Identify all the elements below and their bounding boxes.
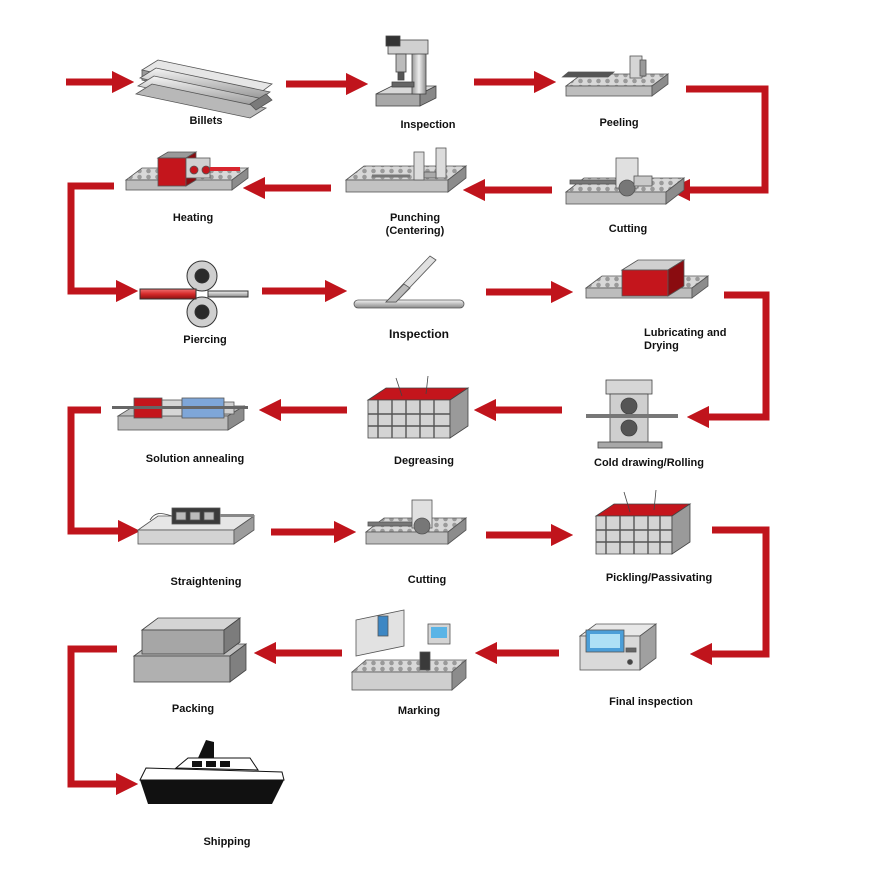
billets-icon xyxy=(134,59,273,119)
step-label: Pickling/Passivating xyxy=(605,572,713,584)
flow-arrow xyxy=(689,526,770,666)
flow-arrows xyxy=(66,70,770,796)
pickling-tank-icon xyxy=(594,489,692,555)
final-inspection-machine-icon xyxy=(578,623,658,671)
cutting-saw-icon xyxy=(364,499,468,545)
punching-machine-icon xyxy=(344,147,468,193)
step-label: Packing xyxy=(171,703,215,715)
step-label: Cutting xyxy=(608,223,648,235)
flow-arrow xyxy=(667,85,769,202)
step-label: Lubricating and xyxy=(644,327,727,339)
step-label: Inspection xyxy=(400,119,456,131)
lubricating-dryer-icon xyxy=(584,259,710,299)
step-label: Degreasing xyxy=(394,455,454,467)
step-label: Shipping xyxy=(203,836,251,848)
peeling-machine-icon xyxy=(561,55,670,97)
inspection-press-icon xyxy=(375,35,437,107)
step-label: Billets xyxy=(189,115,223,127)
cutting-saw-icon xyxy=(564,157,686,205)
heating-furnace-icon xyxy=(124,151,250,191)
flow-arrow xyxy=(67,406,141,543)
cold-drawing-mill-icon xyxy=(586,379,678,449)
step-label: Heating xyxy=(172,212,214,224)
annealing-furnace-icon xyxy=(112,397,248,431)
piercing-rollers-icon xyxy=(139,260,249,328)
step-label-line2: Drying xyxy=(644,340,679,352)
step-label-line2: (Centering) xyxy=(385,225,445,237)
flow-arrow xyxy=(67,182,139,303)
flow-arrow xyxy=(686,291,770,429)
marking-machine-icon xyxy=(350,609,468,691)
step-label: Inspection xyxy=(388,327,449,341)
step-label: Cold drawing/Rolling xyxy=(594,457,704,469)
inspection-probe-icon xyxy=(353,255,465,309)
step-label: Punching xyxy=(389,212,441,224)
cargo-ship-icon xyxy=(139,740,285,804)
step-label: Piercing xyxy=(183,334,227,346)
flow-arrow xyxy=(67,645,139,796)
step-label: Marking xyxy=(397,705,441,717)
packing-boxes-icon xyxy=(132,617,248,683)
straightening-machine-icon xyxy=(136,507,256,545)
step-label: Straightening xyxy=(170,576,242,588)
step-label: Cutting xyxy=(407,574,447,586)
degreasing-tank-icon xyxy=(366,375,470,439)
step-label: Solution annealing xyxy=(145,453,245,465)
step-label: Peeling xyxy=(599,117,639,129)
step-label: Final inspection xyxy=(609,696,693,708)
